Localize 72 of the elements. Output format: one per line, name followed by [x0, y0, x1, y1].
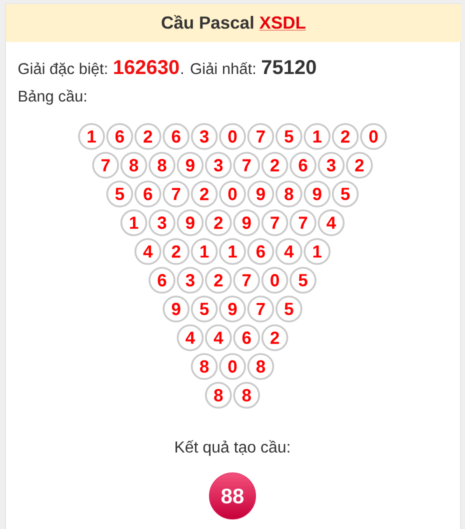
number-ball: 9: [176, 152, 204, 179]
number-ball: 4: [134, 238, 162, 265]
number-ball: 3: [176, 266, 204, 294]
prize-label: Giải đặc biệt:: [18, 62, 107, 76]
number-ball: 7: [290, 209, 316, 236]
number-ball: 7: [233, 152, 260, 179]
number-ball: 7: [247, 296, 274, 322]
number-ball: 7: [162, 180, 190, 208]
number-ball: 0: [219, 180, 246, 208]
number-ball: 3: [205, 152, 232, 179]
number-ball: 2: [261, 152, 288, 179]
number-ball: 0: [219, 353, 246, 380]
header-band: Cầu Pascal XSDL: [6, 4, 461, 42]
number-ball: 7: [92, 152, 119, 179]
prize-number: 162630: [114, 60, 179, 74]
number-ball: 3: [318, 152, 345, 179]
number-ball: 2: [134, 123, 162, 150]
number-ball: 8: [120, 152, 148, 179]
number-ball: 3: [148, 209, 176, 236]
number-ball: 4: [205, 324, 232, 352]
number-ball: 5: [332, 180, 359, 208]
number-ball: 7: [261, 209, 288, 236]
number-ball: 2: [346, 152, 373, 179]
number-ball: 6: [233, 324, 260, 352]
number-ball: 6: [247, 238, 274, 265]
number-ball: 2: [332, 123, 359, 150]
number-ball: 6: [148, 266, 176, 294]
number-ball: 5: [190, 296, 218, 322]
number-ball: 7: [247, 123, 274, 150]
number-ball: 6: [290, 152, 316, 179]
number-ball: 1: [120, 209, 148, 236]
number-ball: 0: [219, 123, 246, 150]
number-ball: 3: [190, 123, 218, 150]
number-ball: 9: [304, 180, 330, 208]
number-ball: 9: [219, 296, 246, 322]
number-ball: 2: [162, 238, 190, 265]
number-ball: 6: [162, 123, 190, 150]
number-ball: 8: [276, 180, 302, 208]
number-ball: 1: [304, 123, 330, 150]
number-ball: 9: [247, 180, 274, 208]
number-ball: 2: [205, 266, 232, 294]
number-ball: 8: [148, 152, 176, 179]
number-ball: 1: [304, 238, 330, 265]
number-ball: 5: [276, 296, 302, 322]
number-ball: 8: [205, 382, 232, 409]
number-ball: 2: [190, 180, 218, 208]
number-ball: 2: [261, 324, 288, 352]
number-ball: 4: [318, 209, 345, 236]
number-ball: 6: [106, 123, 134, 150]
number-ball: 8: [247, 353, 274, 380]
prize-label: . Giải nhất:: [181, 62, 255, 74]
number-ball: 6: [134, 180, 162, 208]
number-ball: 1: [219, 238, 246, 265]
number-ball: 2: [205, 209, 232, 236]
prize-number: 75120: [262, 60, 316, 74]
number-ball: 5: [276, 123, 302, 150]
number-ball: 1: [190, 238, 218, 265]
number-ball: 4: [276, 238, 302, 265]
number-ball: 8: [233, 382, 260, 409]
number-ball: 0: [360, 123, 387, 150]
number-ball: 9: [176, 209, 204, 236]
number-ball: 8: [190, 353, 218, 380]
section-label: Bảng cầu:: [18, 90, 86, 105]
number-ball: 7: [233, 266, 260, 294]
number-ball: 4: [176, 324, 204, 352]
number-ball: 0: [261, 266, 288, 294]
number-ball: 1: [78, 123, 105, 150]
number-ball: 5: [290, 266, 316, 294]
section-label: Kết quả tạo cầu:: [176, 440, 290, 456]
number-ball: 5: [106, 180, 134, 208]
number-ball: 9: [233, 209, 260, 236]
number-ball: 9: [162, 296, 190, 322]
